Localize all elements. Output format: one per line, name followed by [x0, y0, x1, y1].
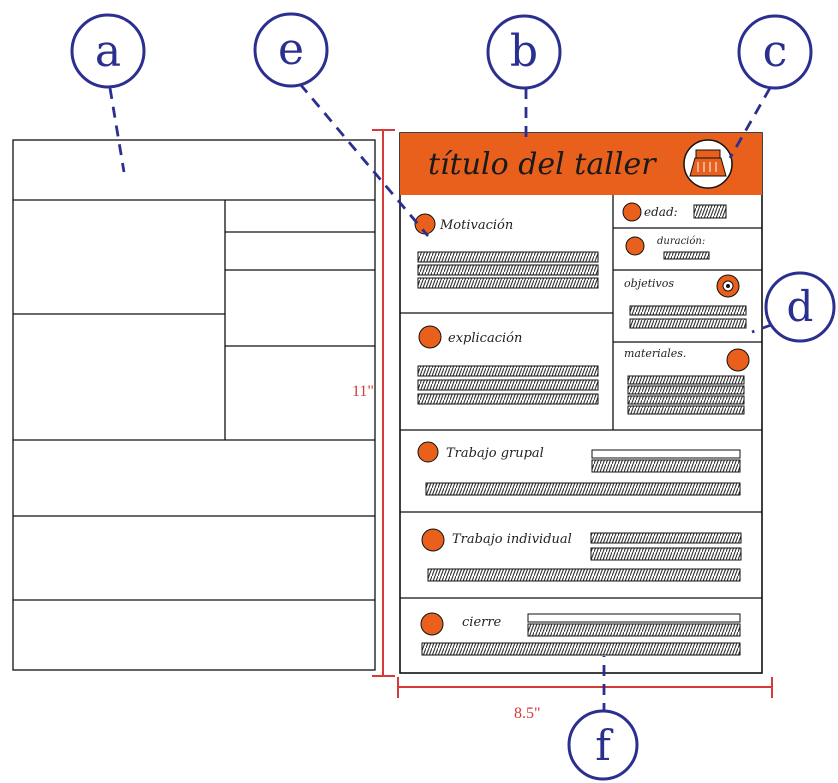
- objetivos-label: objetivos: [624, 277, 674, 290]
- section-explicacion: explicación: [417, 325, 599, 405]
- workshop-title: título del taller: [428, 147, 657, 182]
- marker-e: e: [253, 12, 329, 88]
- svg-text:b: b: [510, 26, 538, 77]
- marker-d: d: [764, 271, 836, 343]
- cierre-label: cierre: [462, 615, 502, 630]
- section-trabajo-individual: Trabajo individual: [421, 528, 742, 582]
- sidebar-materiales: materiales.: [624, 347, 750, 415]
- section-cierre: cierre: [420, 612, 741, 656]
- sidebar-objetivos: objetivos: [624, 274, 747, 329]
- motivacion-label: Motivación: [439, 218, 513, 233]
- marker-a: a: [70, 13, 146, 89]
- blank-layout-template: [12, 139, 376, 671]
- sidebar-duracion: duración:: [625, 236, 710, 260]
- duracion-label: duración:: [657, 236, 705, 247]
- width-dimension: [397, 677, 773, 698]
- height-dimension: [372, 129, 395, 677]
- explicacion-label: explicación: [448, 331, 522, 346]
- blocks-icon: [418, 325, 442, 349]
- svg-text:e: e: [278, 24, 304, 75]
- key-icon: [420, 612, 444, 636]
- edad-label: edad:: [644, 205, 678, 219]
- section-motivacion: Motivación: [414, 213, 599, 289]
- workshop-template: título del taller Motivación: [399, 132, 763, 674]
- height-label: 11": [352, 383, 374, 400]
- svg-text:a: a: [95, 26, 121, 77]
- callout-lines: [108, 83, 791, 714]
- person-icon: [421, 528, 445, 552]
- materiales-label: materiales.: [624, 347, 686, 360]
- svg-text:f: f: [595, 721, 614, 770]
- group-icon: [417, 441, 439, 463]
- clock-icon: [625, 236, 645, 256]
- sidebar-edad: edad:: [622, 202, 727, 222]
- width-label: 8.5": [514, 705, 541, 722]
- pencil-icon: [726, 348, 750, 372]
- svg-text:c: c: [763, 26, 788, 77]
- section-trabajo-grupal: Trabajo grupal: [417, 441, 741, 496]
- marker-b: b: [486, 14, 562, 90]
- svg-text:d: d: [787, 282, 814, 331]
- workshop-logo-icon: [683, 139, 733, 189]
- trabajo-grupal-label: Trabajo grupal: [446, 446, 544, 461]
- marker-f: f: [567, 709, 639, 781]
- marker-c: c: [737, 14, 813, 90]
- people-icon: [622, 202, 642, 222]
- trabajo-individual-label: Trabajo individual: [452, 532, 572, 547]
